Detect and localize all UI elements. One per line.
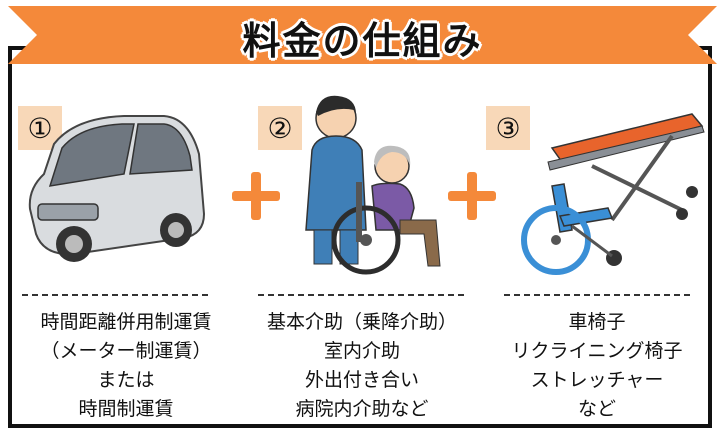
list-item: 時間制運賃 (78, 398, 174, 420)
list-item: 基本介助（乗降介助） (266, 311, 457, 333)
page-title: 料金の仕組み (242, 19, 483, 63)
banner-ribbon-shape (8, 6, 717, 64)
plus-icon (232, 172, 280, 220)
wheelchair-stretcher-icon (521, 113, 705, 275)
badge-3: ③ (486, 106, 530, 150)
list-item: リクライニング椅子 (511, 340, 683, 362)
plus-icon (448, 172, 496, 220)
dashed-divider (22, 294, 208, 296)
equipment-list: 車椅子 リクライニング椅子 ストレッチャー など (484, 308, 710, 424)
list-item: ストレッチャー (530, 369, 664, 391)
minivan-icon (28, 115, 206, 262)
list-item: 外出付き合い (304, 369, 419, 391)
list-item: 時間距離併用制運賃 (40, 311, 212, 333)
dashed-divider (258, 294, 464, 296)
caregiver-wheelchair-icon (305, 95, 441, 275)
badge-2: ② (258, 106, 302, 150)
fare-type-list: 時間距離併用制運賃 （メーター制運賃） または 時間制運賃 (10, 308, 242, 424)
list-item: 室内介助 (323, 340, 400, 362)
list-item: または (97, 369, 155, 391)
assistance-list: 基本介助（乗降介助） 室内介助 外出付き合い 病院内介助など (244, 308, 480, 424)
list-item: 車椅子 (568, 311, 626, 333)
title-banner: 料金の仕組み (0, 0, 725, 72)
list-item: 病院内介助など (295, 398, 429, 420)
list-item: など (577, 398, 616, 420)
list-item: （メーター制運賃） (40, 340, 212, 362)
dashed-divider (504, 294, 690, 296)
